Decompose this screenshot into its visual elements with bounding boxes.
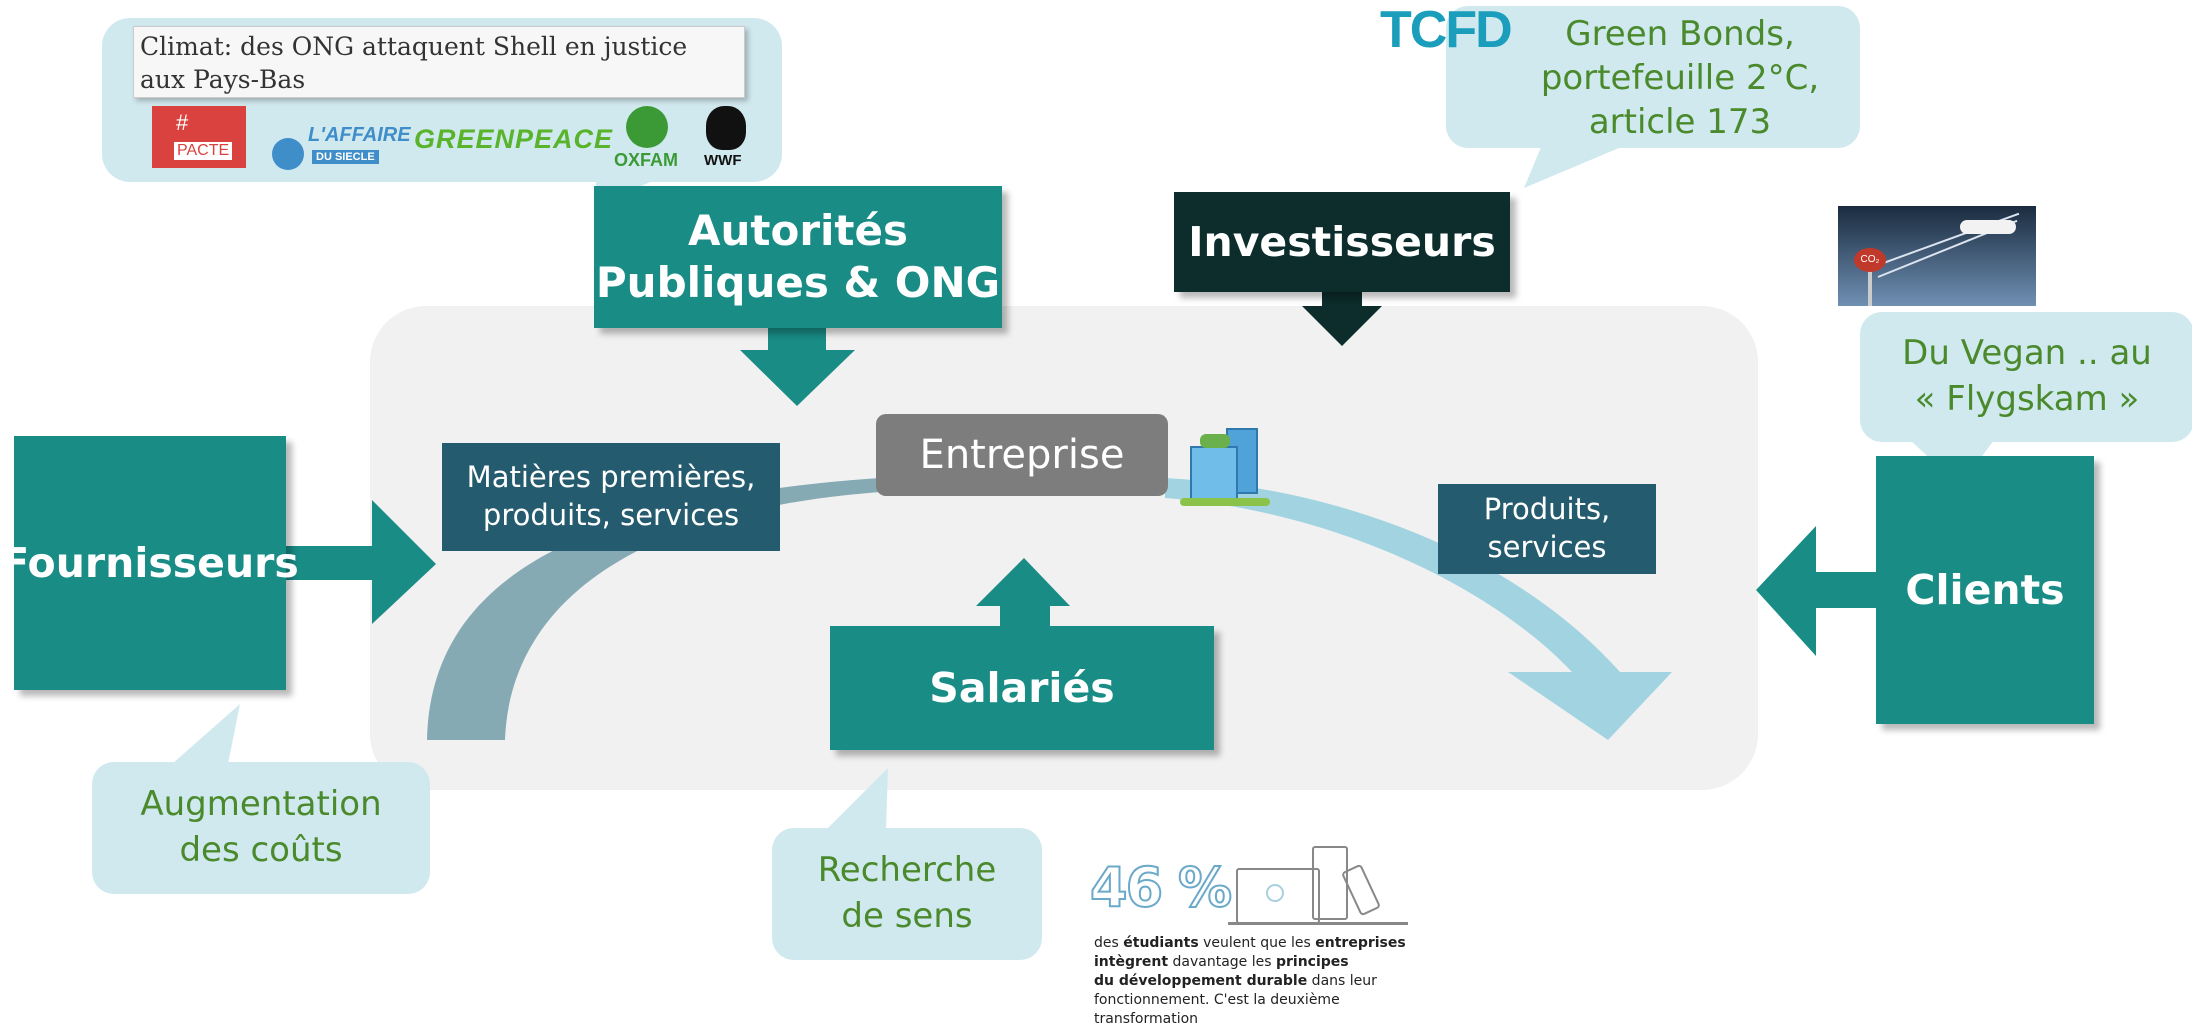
earth-icon <box>272 138 304 170</box>
laptop-base <box>1228 922 1408 925</box>
fournisseurs-bubble: Augmentation des coûts <box>92 762 430 894</box>
plane-icon <box>1960 220 2016 234</box>
building-tower-front <box>1190 446 1238 502</box>
affaire-logo-line1: L'AFFAIRE <box>308 124 411 146</box>
oxfam-logo-text: OXFAM <box>614 150 679 170</box>
oxfam-logo: OXFAM <box>612 106 682 174</box>
stat-description: des étudiants veulent que les entreprise… <box>1094 934 1434 1028</box>
entreprise-node: Entreprise <box>876 414 1168 496</box>
stat-line-3: du développement durable dans leur <box>1094 972 1434 991</box>
stat-l3-b: dans leur <box>1307 972 1377 989</box>
building-icon <box>1180 424 1272 508</box>
stat-line-2: intègrent davantage les principes <box>1094 953 1434 972</box>
wwf-logo-text: WWF <box>704 152 742 169</box>
stat-l1-d: entreprises <box>1315 935 1406 951</box>
pacte-logo-hash: # <box>176 110 189 135</box>
stat-line-4: fonctionnement. C'est la deuxième transf… <box>1094 991 1340 1027</box>
fournisseurs-node: Fournisseurs <box>1 436 299 690</box>
greenpeace-logo: GREENPEACE <box>414 124 614 154</box>
co2-plane-photo: CO₂ <box>1838 206 2036 306</box>
oxfam-icon <box>626 106 668 148</box>
recycle-bin <box>1312 846 1348 920</box>
salaries-bubble: Recherche de sens <box>772 828 1042 960</box>
inputs-label: Matières premières, produits, services <box>442 443 780 551</box>
tcfd-bubble-tail <box>1524 140 1638 188</box>
stat-l1-b: étudiants <box>1123 935 1199 951</box>
outputs-label: Produits, services <box>1438 484 1656 574</box>
co2-sign: CO₂ <box>1854 248 1886 272</box>
tcfd-logo: TCFD <box>1380 1 1513 59</box>
affaire-siecle-logo: L'AFFAIRE DU SIECLE <box>272 120 411 176</box>
autorites-node: Autorités Publiques & ONG <box>594 186 1002 328</box>
output-arrowhead <box>1508 672 1672 740</box>
co2-sign-pole <box>1868 268 1872 306</box>
stat-l1-a: des <box>1094 935 1124 951</box>
building-base <box>1180 498 1270 506</box>
affaire-logo-line2: DU SIECLE <box>312 150 379 164</box>
autorites-arrow <box>740 326 855 406</box>
stat-value: 46 % <box>1089 855 1233 920</box>
stat-l2-c: principes <box>1275 953 1349 970</box>
clients-node: Clients <box>1876 456 2094 724</box>
investisseurs-node: Investisseurs <box>1174 192 1510 292</box>
tcfd-bubble <box>1446 6 1860 148</box>
stat-l2-a: intègrent <box>1094 953 1169 970</box>
stat-l2-b: davantage les <box>1168 953 1276 970</box>
news-headline: Climat: des ONG attaquent Shell en justi… <box>133 26 745 98</box>
tcfd-bubble-text: Green Bonds, portefeuille 2°C, article 1… <box>1540 14 1820 143</box>
salaries-bubble-tail <box>826 768 888 830</box>
salaries-arrow <box>976 558 1070 626</box>
panda-icon <box>706 106 746 150</box>
laptop-recycling-icon <box>1228 826 1408 925</box>
pacte-logo: # PACTE <box>152 106 246 168</box>
stat-line-1: des étudiants veulent que les entreprise… <box>1094 934 1434 953</box>
clients-bubble: Du Vegan .. au « Flygskam » <box>1860 312 2192 442</box>
salaries-node: Salariés <box>830 626 1214 750</box>
power-icon <box>1266 884 1284 902</box>
fournisseurs-bubble-tail <box>172 704 240 764</box>
wwf-logo: WWF <box>702 104 750 172</box>
stat-l3-a: du développement durable <box>1094 972 1308 989</box>
fournisseurs-arrow <box>286 500 436 624</box>
investisseurs-arrow <box>1302 292 1382 346</box>
clients-arrow <box>1756 526 1878 656</box>
stat-l1-c: veulent que les <box>1198 935 1316 951</box>
pacte-logo-text: PACTE <box>174 142 233 160</box>
building-roof-trees <box>1200 434 1230 448</box>
